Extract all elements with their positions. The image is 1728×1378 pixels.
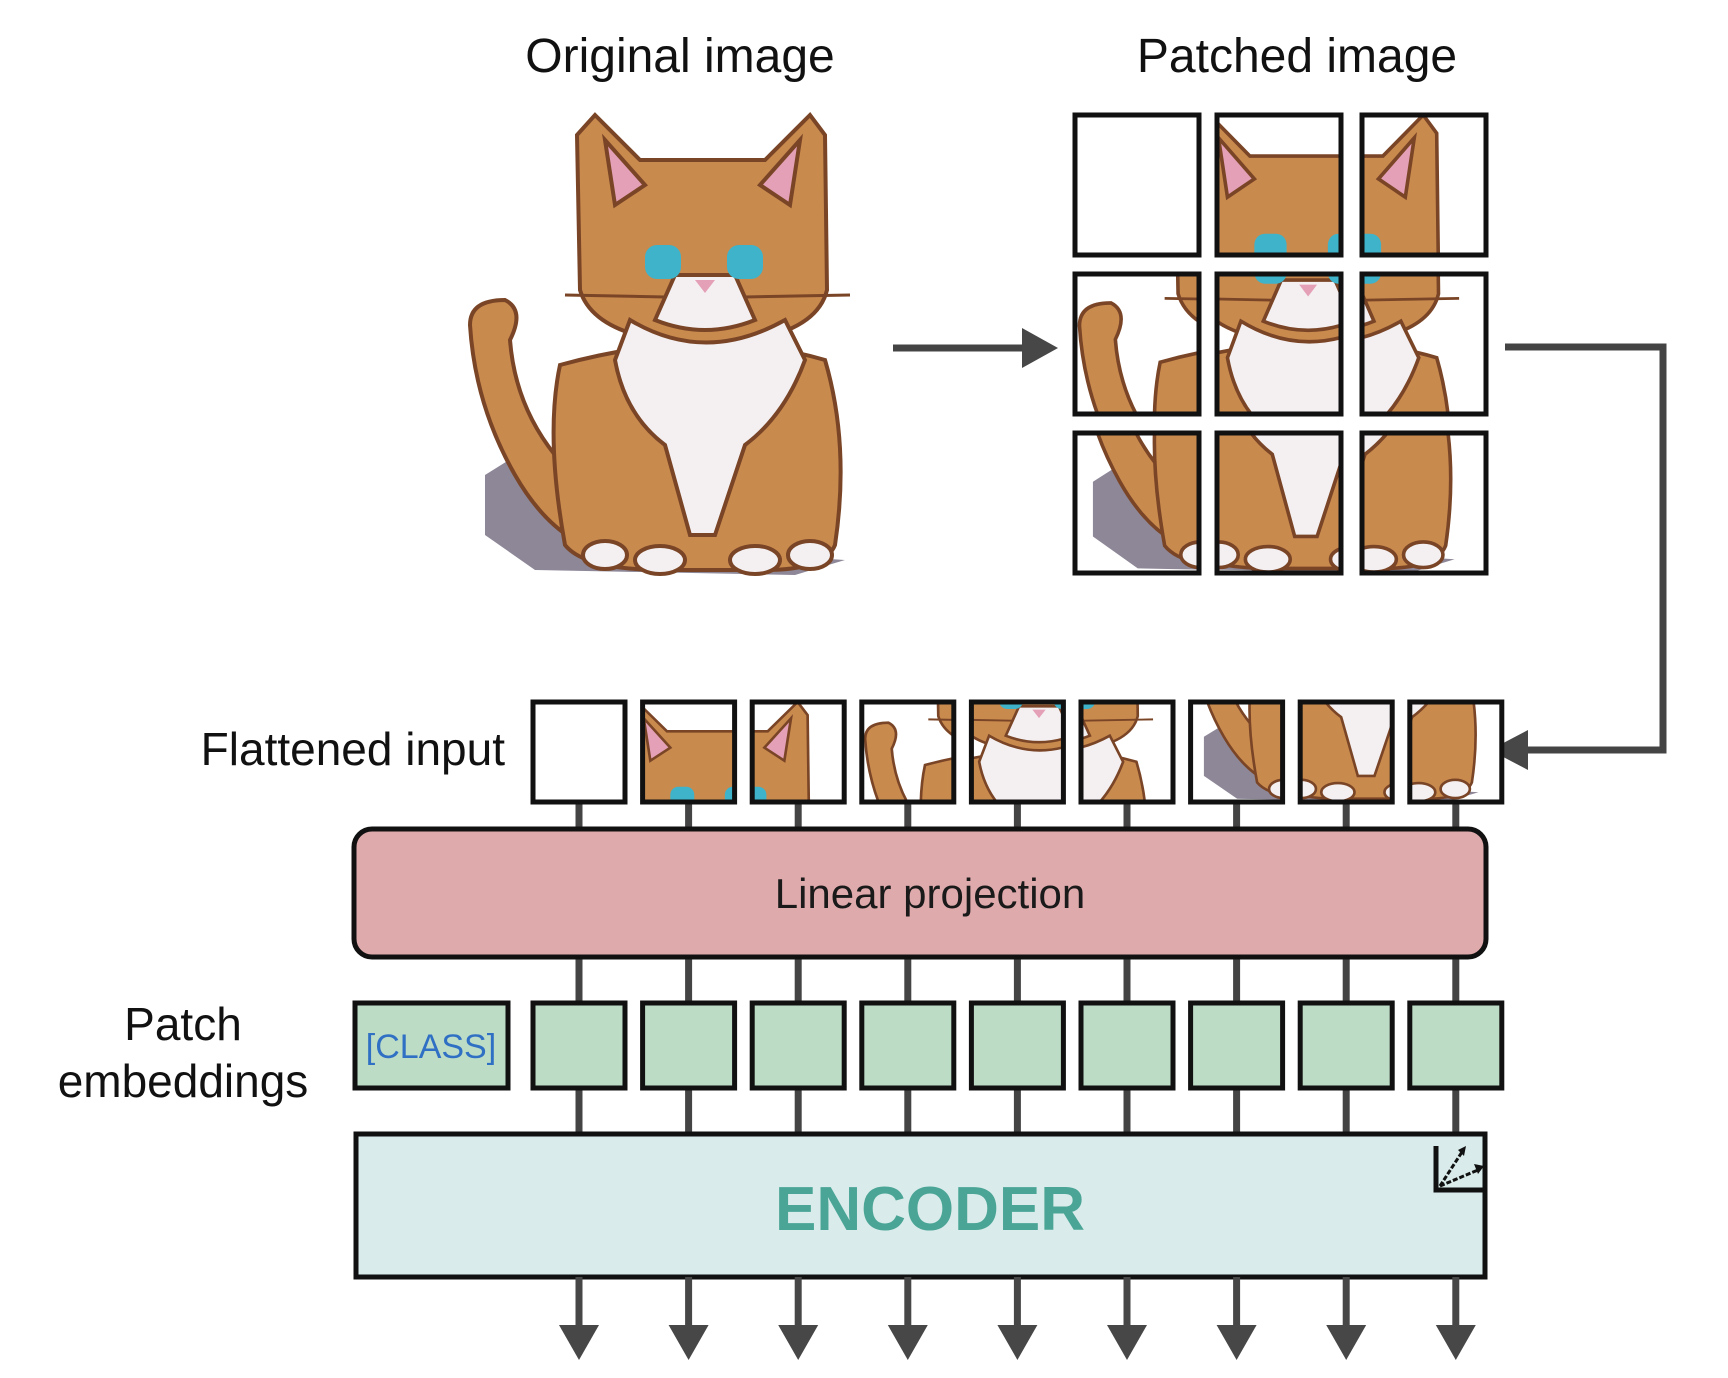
patch-embedding	[1078, 1000, 1176, 1091]
arrow-down-icon	[559, 1277, 599, 1360]
patch-embedding	[530, 1000, 628, 1091]
flattened-patch	[1297, 699, 1395, 805]
patch-tile	[1359, 112, 1489, 258]
patch-embedding	[749, 1000, 847, 1091]
patched-image-grid	[1072, 112, 1489, 576]
flattened-patch	[1188, 699, 1286, 805]
patch-embedding	[968, 1000, 1066, 1091]
patch-embeddings-label-line1: Patch	[124, 998, 242, 1050]
flattened-patch	[640, 699, 738, 805]
linear-projection-label: Linear projection	[775, 870, 1086, 917]
patch-tile	[1072, 271, 1202, 417]
arrow-down-icon	[1435, 1277, 1476, 1360]
arrow-down-icon	[1326, 1277, 1367, 1360]
arrow-down-icon	[1107, 1277, 1147, 1360]
patch-tile	[1359, 271, 1489, 417]
flattened-patch	[530, 699, 628, 805]
patch-embedding	[859, 1000, 957, 1091]
flattened-patch	[1078, 699, 1176, 805]
arrow-down-icon	[668, 1277, 709, 1360]
patch-tile	[1072, 112, 1202, 258]
flattened-input-label: Flattened input	[201, 723, 506, 775]
original-image-title: Original image	[525, 30, 834, 83]
arrow-down-icon	[1216, 1277, 1257, 1360]
patch-tile	[1214, 112, 1344, 258]
patch-tile	[1359, 430, 1489, 576]
arrow-down-icon	[997, 1277, 1038, 1360]
flattened-patch	[1407, 699, 1505, 805]
flattened-patch	[968, 699, 1066, 805]
arrow-down-icon	[887, 1277, 928, 1360]
patch-embeddings-row: [CLASS]	[352, 1000, 1505, 1091]
flattened-patch	[749, 699, 847, 805]
connector-arrow	[1490, 343, 1667, 770]
patch-tile	[1214, 430, 1344, 576]
patch-embedding	[1188, 1000, 1286, 1091]
linear-projection-block: Linear projection	[351, 826, 1489, 960]
patch-embedding	[1407, 1000, 1505, 1091]
original-cat-image	[468, 113, 852, 577]
flattened-patch	[859, 699, 957, 805]
cat-illustration	[468, 113, 852, 577]
encoder-outputs	[559, 1277, 1476, 1360]
patched-image-title: Patched image	[1137, 30, 1457, 83]
encoder-label: ENCODER	[775, 1175, 1085, 1244]
patch-embedding	[640, 1000, 738, 1091]
patch-tile	[1214, 271, 1344, 417]
class-token-label: [CLASS]	[366, 1028, 496, 1066]
arrow-down-icon	[778, 1277, 819, 1360]
vector-axes-icon	[1433, 1146, 1484, 1193]
flattened-input-row	[530, 699, 1505, 805]
patch-tile	[1072, 430, 1202, 576]
arrow-right-icon	[893, 328, 1058, 368]
encoder-block: ENCODER	[353, 1131, 1488, 1280]
patch-embedding	[1297, 1000, 1395, 1091]
patch-embeddings-label-line2: embeddings	[58, 1055, 309, 1107]
class-token-embedding: [CLASS]	[352, 1000, 511, 1091]
patch-connectors	[575, 802, 1460, 1134]
